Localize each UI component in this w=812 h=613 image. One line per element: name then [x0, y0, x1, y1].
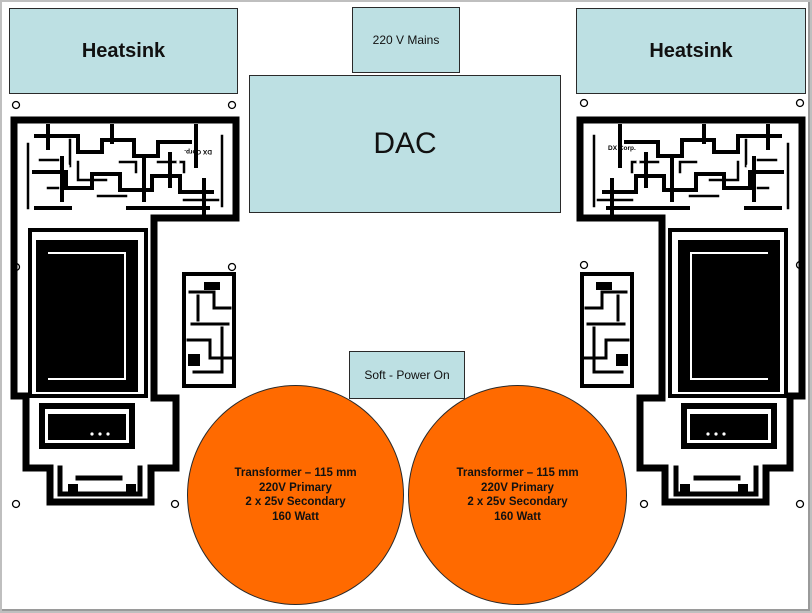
heatsink-right-label: Heatsink [649, 39, 733, 62]
transformer-left-power: 160 Watt [272, 510, 319, 523]
transformer-left-text: Transformer – 115 mm 220V Primary 2 x 25… [234, 466, 356, 524]
pcb-left: DX Corp. [10, 100, 240, 509]
transformer-right-power: 160 Watt [494, 510, 541, 523]
transformer-right-size: Transformer – 115 mm [456, 467, 579, 479]
transformer-right-text: Transformer – 115 mm 220V Primary 2 x 25… [456, 466, 578, 524]
mains-label: 220 V Mains [372, 33, 440, 47]
pcb-left-brand: DX Corp. [184, 148, 212, 155]
pcb-right-brand: DX Corp. [608, 145, 636, 152]
transformer-left-size: Transformer – 115 mm [234, 467, 357, 479]
pcb-right: DX Corp. [576, 98, 806, 509]
dac-block: DAC [249, 75, 561, 213]
transformer-left-primary: 220V Primary [259, 481, 332, 494]
transformer-left: Transformer – 115 mm 220V Primary 2 x 25… [187, 385, 404, 605]
dac-label: DAC [373, 127, 437, 160]
transformer-right-primary: 220V Primary [481, 481, 554, 494]
soft-power-block: Soft - Power On [349, 351, 465, 399]
mains-block: 220 V Mains [352, 7, 460, 73]
heatsink-left-label: Heatsink [81, 39, 166, 62]
transformer-left-secondary: 2 x 25v Secondary [245, 496, 346, 508]
heatsink-right-block: Heatsink [576, 8, 806, 94]
transformer-right: Transformer – 115 mm 220V Primary 2 x 25… [408, 385, 627, 605]
heatsink-left-block: Heatsink [9, 8, 238, 94]
transformer-right-secondary: 2 x 25v Secondary [467, 496, 568, 508]
soft-power-label: Soft - Power On [364, 368, 450, 382]
